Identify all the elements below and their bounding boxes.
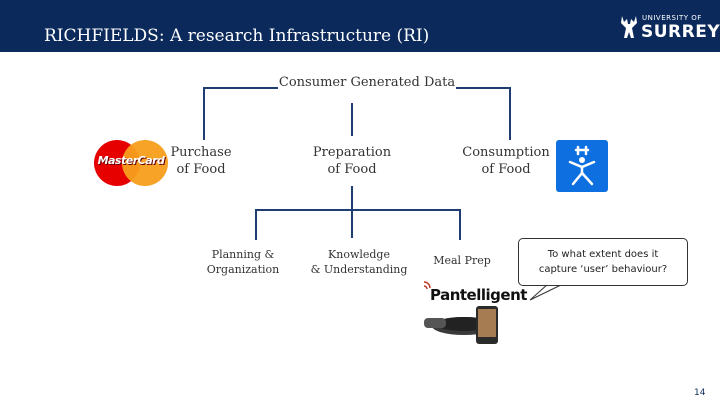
logo-line1: UNIVERSITY OF <box>642 14 702 22</box>
university-logo: UNIVERSITY OF SURREY <box>618 12 720 46</box>
under-armour-icon <box>556 140 608 192</box>
mastercard-logo: MasterCard <box>94 140 168 186</box>
stag-icon <box>621 16 637 38</box>
node-preparation: Preparation of Food <box>312 145 392 177</box>
callout-text: To what extent does it capture ‘user’ be… <box>538 249 668 275</box>
node-root: Consumer Generated Data <box>278 75 456 90</box>
callout-bubble: To what extent does it capture ‘user’ be… <box>518 238 688 286</box>
node-planning: Planning & Organization <box>206 248 280 276</box>
callout-tail <box>529 283 564 301</box>
wifi-icon <box>423 281 431 290</box>
connector-root-purchase <box>203 87 278 140</box>
logo-line2: SURREY <box>641 22 720 42</box>
connector-root-consumption <box>456 87 511 140</box>
pantelligent-wordmark: Pantelligent <box>430 286 527 304</box>
node-consumption: Consumption of Food <box>462 145 550 177</box>
slide-title: RICHFIELDS: A research Infrastructure (R… <box>44 26 430 46</box>
connector-level2-bar <box>255 209 461 240</box>
node-knowledge: Knowledge & Understanding <box>310 248 408 276</box>
node-purchase: Purchase of Food <box>170 145 232 177</box>
header-bar: RICHFIELDS: A research Infrastructure (R… <box>0 0 720 52</box>
node-mealprep: Meal Prep <box>433 254 491 267</box>
pantelligent-logo: Pantelligent <box>420 278 527 348</box>
page-number: 14 <box>694 388 706 398</box>
mastercard-wordmark: MasterCard <box>97 154 165 167</box>
